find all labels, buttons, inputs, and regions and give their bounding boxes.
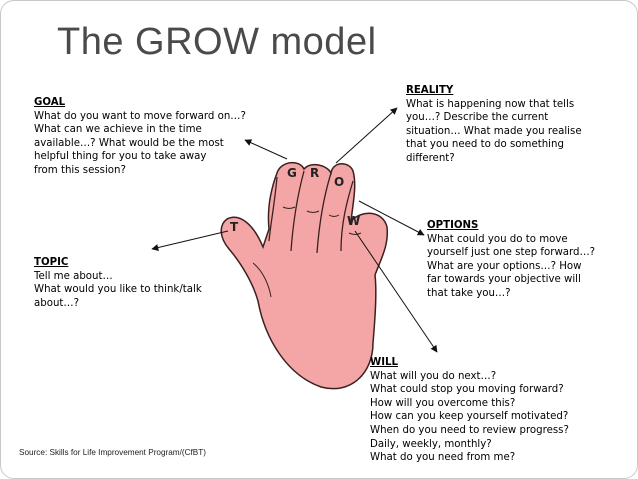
reality-line: you…? Describe the current xyxy=(406,112,549,124)
reality-heading: REALITY xyxy=(406,85,454,96)
hand-shape xyxy=(220,161,389,390)
options-line: What could you do to move xyxy=(427,233,568,245)
finger-label-o: O xyxy=(334,175,344,189)
will-block: WILL What will you do next…? What could … xyxy=(370,356,569,465)
topic-line: What would you like to think/talk xyxy=(34,284,202,296)
will-line: Daily, weekly, monthly? xyxy=(370,438,492,450)
arrow-options xyxy=(358,200,425,236)
finger-crease-2 xyxy=(290,170,305,252)
will-line: How can you keep yourself motivated? xyxy=(370,411,569,423)
options-line: that take you…? xyxy=(427,287,511,299)
arrow-will xyxy=(354,230,438,353)
reality-line: What is happening now that tells xyxy=(406,98,575,110)
goal-line: What can we achieve in the time xyxy=(34,124,202,136)
page-title: The GROW model xyxy=(57,21,377,63)
options-line: What are your options…? How xyxy=(427,260,582,272)
reality-block: REALITY What is happening now that tells… xyxy=(406,84,582,166)
knuckle-1 xyxy=(282,206,296,209)
finger-crease-3 xyxy=(316,172,332,254)
options-heading: OPTIONS xyxy=(427,220,479,231)
options-line: far towards your objective will xyxy=(427,274,581,286)
will-line: What could stop you moving forward? xyxy=(370,384,564,396)
finger-label-w: W xyxy=(347,214,360,228)
goal-line: from this session? xyxy=(34,164,126,176)
arrow-reality xyxy=(335,107,398,164)
topic-line: about…? xyxy=(34,297,79,309)
reality-line: that you need to do something xyxy=(406,139,564,151)
topic-block: TOPIC Tell me about… What would you like… xyxy=(34,256,202,310)
will-line: What do you need from me? xyxy=(370,452,516,464)
finger-label-t: T xyxy=(230,220,239,234)
options-line: yourself just one step forward…? xyxy=(427,247,596,259)
will-heading: WILL xyxy=(370,357,399,368)
reality-line: different? xyxy=(406,152,455,164)
options-block: OPTIONS What could you do to move yourse… xyxy=(427,219,595,301)
goal-block: GOAL What do you want to move forward on… xyxy=(34,96,246,178)
source-credit: Source: Skills for Life Improvement Prog… xyxy=(19,448,207,457)
goal-heading: GOAL xyxy=(34,97,66,108)
reality-line: situation… What made you realise xyxy=(406,125,582,137)
topic-heading: TOPIC xyxy=(34,257,69,268)
knuckle-4 xyxy=(348,232,362,235)
finger-crease-1 xyxy=(268,176,278,242)
finger-label-r: R xyxy=(310,166,319,180)
finger-crease-4 xyxy=(340,180,354,252)
knuckle-3 xyxy=(328,214,340,217)
goal-line: What do you want to move forward on…? xyxy=(34,110,246,122)
will-line: When do you need to review progress? xyxy=(370,424,569,436)
goal-line: available…? What would be the most xyxy=(34,137,224,149)
will-line: What will you do next…? xyxy=(370,370,497,382)
arrow-goal xyxy=(244,139,288,160)
goal-line: helpful thing for you to take away xyxy=(34,151,207,163)
will-line: How will you overcome this? xyxy=(370,397,516,409)
arrow-topic xyxy=(151,230,229,251)
thumb-crease xyxy=(252,262,272,298)
topic-line: Tell me about… xyxy=(34,270,113,282)
knuckle-2 xyxy=(306,210,320,213)
finger-label-g: G xyxy=(287,166,297,180)
